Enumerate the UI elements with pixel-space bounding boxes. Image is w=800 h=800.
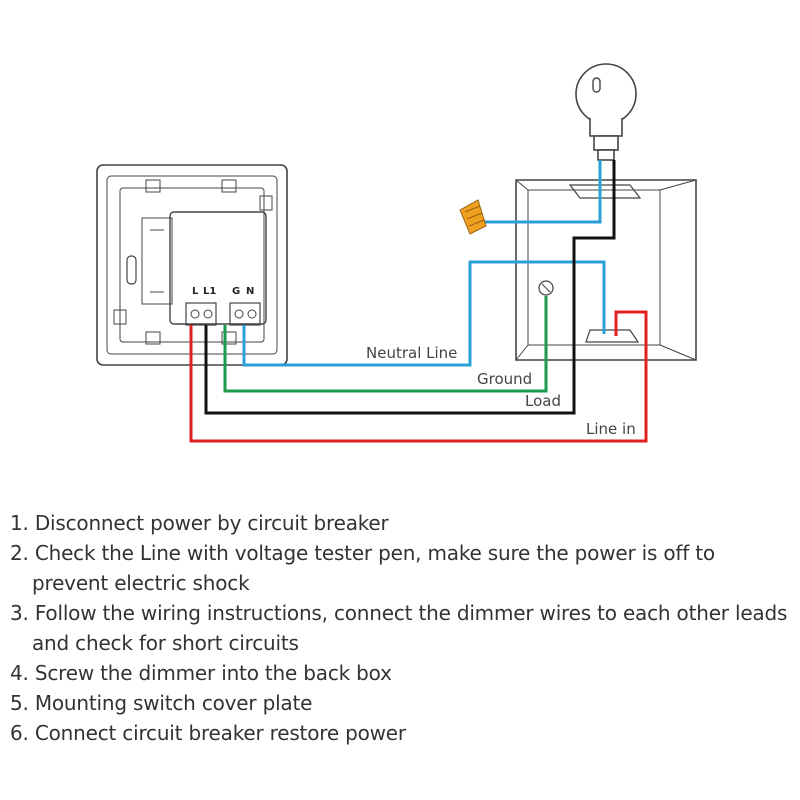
back-box	[515, 179, 697, 361]
terminal-label-l: L	[192, 286, 199, 297]
label-ground: Ground	[477, 370, 532, 388]
step-item: 5. Mounting switch cover plate	[10, 691, 313, 715]
wiring-diagram: L L1 G N	[96, 63, 697, 443]
light-bulb	[575, 63, 637, 161]
terminal-label-n: N	[246, 286, 254, 297]
step-item: 1. Disconnect power by circuit breaker	[10, 511, 389, 535]
step-item: 3. Follow the wiring instructions, conne…	[10, 601, 788, 655]
wire-ground	[223, 296, 548, 393]
wire-load	[204, 160, 616, 415]
instruction-steps: 1. Disconnect power by circuit breaker 2…	[10, 508, 795, 748]
label-neutral-line: Neutral Line	[366, 344, 457, 362]
terminal-label-g: G	[232, 286, 240, 297]
wire-line-in	[189, 310, 648, 443]
label-line-in: Line in	[586, 420, 636, 438]
step-item: 6. Connect circuit breaker restore power	[10, 721, 406, 745]
wires	[189, 160, 648, 443]
terminal-label-l1: L1	[203, 286, 216, 297]
step-item: 4. Screw the dimmer into the back box	[10, 661, 392, 685]
label-load: Load	[525, 392, 561, 410]
wire-neutral-bulb	[480, 160, 602, 224]
wire-nut-connector	[459, 199, 487, 235]
wire-neutral	[242, 260, 606, 367]
step-item: 2. Check the Line with voltage tester pe…	[10, 541, 715, 595]
